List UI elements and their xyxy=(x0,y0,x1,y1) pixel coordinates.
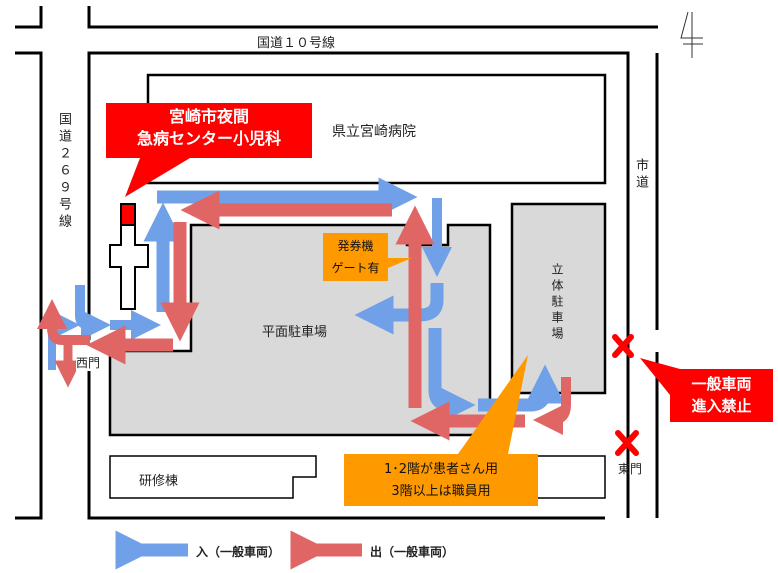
legend-out-label: 出（一般車両） xyxy=(370,545,455,559)
parking-callout-bg xyxy=(344,355,538,506)
clinic-marker xyxy=(120,203,136,226)
east-gate-label: 東門 xyxy=(618,462,643,476)
legend-in-label: 入（一般車両） xyxy=(196,545,281,559)
in-arrow xyxy=(428,328,476,425)
no-entry-callout: 一般車両 進入禁止 xyxy=(670,373,773,417)
no-entry-x-icon xyxy=(612,334,639,456)
road-label-left: 国道２６９号線 xyxy=(56,112,71,231)
parking-callout-line2: 3階以上は職員用 xyxy=(391,484,491,499)
hospital-label: 県立宮崎病院 xyxy=(332,124,416,140)
ticket-callout: 発券機 ゲート有 xyxy=(323,235,388,279)
no-entry-callout-bg xyxy=(640,358,773,422)
road-label-top: 国道１０号線 xyxy=(257,36,336,51)
clinic-callout-line1: 宮崎市夜間 xyxy=(168,107,249,126)
ticket-callout-bg xyxy=(323,233,412,281)
in-arrow xyxy=(478,364,565,412)
road-lines xyxy=(15,6,659,520)
training-building-label: 研修棟 xyxy=(139,474,179,489)
out-arrow xyxy=(37,299,90,345)
clinic-callout-bg xyxy=(106,103,312,197)
flat-parking-label: 平面駐車場 xyxy=(262,325,328,340)
hospital-building xyxy=(146,73,607,185)
clinic-building xyxy=(109,224,149,310)
multi-parking-label: 立体駐車場 xyxy=(550,263,564,343)
annex-building xyxy=(529,455,606,499)
ticket-callout-line2: ゲート有 xyxy=(331,261,380,275)
clinic-callout-line2: 急病センター小児科 xyxy=(136,129,281,148)
road-label-right: 市道 xyxy=(633,158,648,192)
west-gate-label: 西門 xyxy=(76,354,101,371)
parking-floor-callout: 1･2階が患者さん用 3階以上は職員用 xyxy=(344,459,538,503)
parking-callout-line1: 1･2階が患者さん用 xyxy=(383,462,499,477)
ticket-callout-line1: 発券機 xyxy=(337,239,374,253)
no-entry-line2: 進入禁止 xyxy=(691,397,752,415)
north-mark-icon xyxy=(680,11,703,58)
out-arrow xyxy=(533,377,571,435)
clinic-callout: 宮崎市夜間 急病センター小児科 xyxy=(106,106,312,150)
in-arrow xyxy=(75,285,111,340)
training-building xyxy=(109,455,317,499)
multi-story-parking xyxy=(510,202,607,395)
no-entry-line1: 一般車両 xyxy=(691,375,752,393)
